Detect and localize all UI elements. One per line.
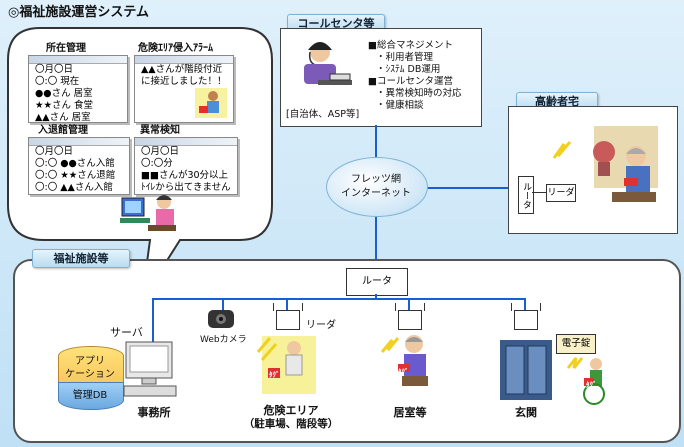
tag-label: ﾀｸﾞ xyxy=(398,368,409,376)
zone-danger-label: 危険エリア xyxy=(263,404,319,417)
window-alarm: ▲▲さんが階段付近 に接近しました！！ xyxy=(134,55,234,123)
call-center-caption: [自治体、ASP等] xyxy=(286,109,360,120)
network-label-line2: インターネット xyxy=(341,188,411,199)
win-line: ﾄｲﾚから出てきません xyxy=(141,182,231,193)
computer-icon xyxy=(123,341,177,397)
server-label: サーバ xyxy=(110,326,143,339)
home-router: ルータ xyxy=(518,176,534,214)
tag-label: ﾀｸﾞ xyxy=(269,371,280,379)
win-line: 〇:〇 ●●さん入館 xyxy=(35,158,115,169)
win-line: ▲▲さんが階段付近 xyxy=(141,64,223,75)
win-line: 〇月〇日 xyxy=(141,146,180,157)
window-entry-heading: 入退館管理 xyxy=(38,125,88,136)
cable-router-down xyxy=(375,294,377,300)
win-line: 〇:〇 ★★さん退館 xyxy=(35,170,116,181)
wheelchair-user-illustration xyxy=(566,357,605,405)
resident-room-illustration xyxy=(380,335,428,386)
win-line: 〇:〇分 xyxy=(141,158,173,169)
cable-facility-bus xyxy=(152,298,526,300)
diagram-title: ◎福祉施設運営システム xyxy=(8,5,149,20)
cable-to-reader-2 xyxy=(408,298,410,310)
cable-to-reader-1 xyxy=(286,298,288,310)
cable-to-home xyxy=(425,187,523,189)
cable-to-reader-3 xyxy=(524,298,526,310)
cable-to-facility xyxy=(375,214,377,268)
facility-router: ルータ xyxy=(346,268,408,296)
reader-1 xyxy=(273,303,303,330)
home-router-link xyxy=(532,192,546,193)
cable-to-webcam xyxy=(222,298,224,310)
win-line: 〇月〇日 xyxy=(35,146,74,157)
webcam-label: Webカメラ xyxy=(200,335,247,345)
reader-3 xyxy=(511,303,541,330)
tag-label: ﾀｸﾞ xyxy=(586,381,597,389)
call-center-item: ■総合マネジメント xyxy=(368,40,453,51)
window-location-heading: 所在管理 xyxy=(46,43,86,54)
call-center-item: ・ｼｽﾃﾑ DB運用 xyxy=(376,64,441,75)
win-line: に接近しました！！ xyxy=(141,76,227,87)
network-label-line1: フレッツ網 xyxy=(351,174,401,185)
window-anomaly: 〇月〇日 〇:〇分 ■■さんが30分以上 ﾄｲﾚから出てきません xyxy=(134,137,238,195)
cable-callcenter xyxy=(375,125,377,158)
db-label-mid: ケーション xyxy=(65,369,115,380)
win-line: ■■さんが30分以上 xyxy=(141,170,229,181)
reader-2 xyxy=(395,303,425,330)
reader-label: リーダ xyxy=(306,320,336,331)
call-center-item: ・健康相談 xyxy=(376,100,424,111)
zone-room-label: 居室等 xyxy=(393,406,427,419)
tag-person-icon xyxy=(195,88,227,118)
home-reader: リーダ xyxy=(546,184,576,202)
call-center-operator-illustration xyxy=(304,42,352,85)
db-label-bottom: 管理DB xyxy=(72,390,108,401)
zone-office-label: 事務所 xyxy=(137,406,171,419)
webcam-icon xyxy=(208,310,234,328)
win-line: ★★さん 食堂 xyxy=(35,100,94,111)
call-center-item: ・異常検知時の対応 xyxy=(376,88,462,99)
db-label-top: アプリ xyxy=(75,356,105,367)
call-center-item: ■コールセンタ運営 xyxy=(368,76,453,87)
electronic-lock: 電子錠 xyxy=(556,334,596,354)
facility-label: 福祉施設等 xyxy=(32,249,130,268)
zone-entrance-label: 玄関 xyxy=(515,406,537,419)
entrance-door-illustration xyxy=(500,340,552,400)
window-location: 〇月〇日 〇:〇 現在 ●●さん 居室 ★★さん 食堂 ▲▲さん 居室 xyxy=(28,55,128,123)
win-line: ●●さん 居室 xyxy=(35,88,93,99)
cable-to-office xyxy=(152,298,154,346)
danger-area-illustration xyxy=(256,336,316,394)
window-alarm-heading: 危険ｴﾘｱ侵入ｱﾗｰﾑ xyxy=(138,43,213,54)
window-anomaly-heading: 異常検知 xyxy=(140,125,180,136)
window-entry: 〇月〇日 〇:〇 ●●さん入館 〇:〇 ★★さん退館 〇:〇 ▲▲さん入館 xyxy=(28,137,130,195)
elderly-person-illustration xyxy=(552,126,658,202)
operator-illustration xyxy=(120,195,176,231)
call-center-item: ・利用者管理 xyxy=(376,52,434,63)
win-line: 〇:〇 現在 xyxy=(35,76,80,87)
zone-danger-sub: （駐車場、階段等） xyxy=(243,418,339,430)
management-db-cylinder xyxy=(58,382,124,410)
internet-cloud xyxy=(326,157,428,217)
win-line: ▲▲さん 居室 xyxy=(35,112,91,123)
win-line: 〇月〇日 xyxy=(35,64,74,75)
win-line: 〇:〇 ▲▲さん入館 xyxy=(35,182,113,193)
